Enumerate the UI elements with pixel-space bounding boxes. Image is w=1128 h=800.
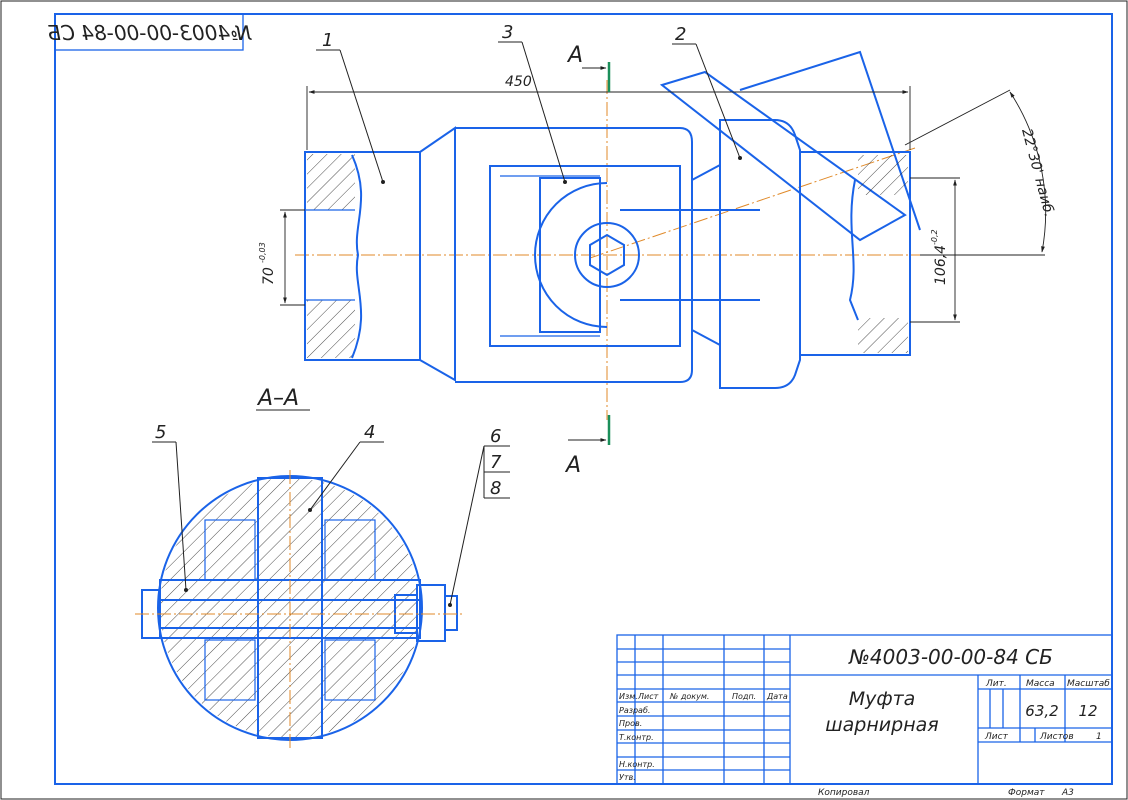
- footer-copied: Копировал: [818, 788, 870, 798]
- callout-2: 2: [672, 24, 742, 160]
- tb-designation: №4003-00-00-84 СБ: [848, 645, 1053, 669]
- tb-mass-value: 63,2: [1025, 702, 1058, 720]
- tb-scale-label: Масштаб: [1067, 679, 1110, 689]
- svg-text:8: 8: [490, 478, 501, 499]
- dim-bore: 70: [261, 267, 277, 285]
- section-mark-top: А: [566, 43, 583, 68]
- frame-border: [54, 13, 1113, 785]
- svg-text:7: 7: [490, 452, 502, 473]
- callout-5: 5: [152, 422, 188, 592]
- tb-sheets-label: Листов: [1039, 732, 1074, 742]
- main-view: 450 70 -0,03 106,4 -0,2 22°30' наиб. А А: [258, 22, 1057, 478]
- tb-header-sign: Подп.: [732, 692, 756, 701]
- tb-scale-value: 12: [1078, 702, 1097, 720]
- tb-lit-label: Лит.: [985, 679, 1007, 689]
- callout-6-7-8: 6 7 8: [448, 426, 510, 607]
- dim-diameter-tol: -0,2: [930, 229, 939, 245]
- tb-sheets-value: 1: [1096, 732, 1102, 742]
- tb-mass-label: Масса: [1026, 679, 1055, 689]
- tb-row-tkontr: Т.контр.: [619, 733, 654, 742]
- tb-header-list: Лист: [637, 692, 659, 701]
- tb-header-doc: № докум.: [669, 692, 709, 701]
- svg-text:6: 6: [490, 426, 501, 447]
- tb-title-line2: шарнирная: [825, 714, 938, 736]
- tb-header-izm: Изм.: [619, 692, 638, 701]
- tb-header-date: Дата: [766, 692, 788, 701]
- designation-mirrored-text: №4003-00-00-84 СБ: [47, 21, 252, 45]
- callout-4: 4: [308, 422, 384, 512]
- tb-row-utv: Утв.: [619, 773, 636, 782]
- dim-overall-length: 450: [505, 74, 532, 90]
- title-block: №4003-00-00-84 СБ Муфта шарнирная Изм. Л…: [616, 634, 1113, 785]
- callout-3: 3: [498, 22, 567, 184]
- dim-bore-tol: -0,03: [258, 242, 267, 263]
- tb-row-prov: Пров.: [619, 719, 642, 728]
- tb-row-nkontr: Н.контр.: [619, 760, 655, 769]
- designation-box-mirrored: №4003-00-00-84 СБ: [47, 13, 252, 51]
- svg-text:2: 2: [675, 24, 686, 45]
- section-label: А–А: [256, 386, 299, 411]
- tilted-axis: [589, 147, 916, 259]
- tb-title-line1: Муфта: [849, 688, 916, 710]
- dim-diameter: 106,4: [933, 245, 949, 285]
- tb-row-razrab: Разраб.: [619, 706, 650, 715]
- footer-format-value: А3: [1061, 788, 1074, 798]
- section-mark-bottom: А: [564, 453, 581, 478]
- callout-1: 1: [316, 30, 385, 184]
- tb-sheet-label: Лист: [984, 732, 1009, 742]
- svg-text:4: 4: [364, 422, 375, 443]
- section-view: А–А 5 4: [135, 386, 510, 748]
- svg-text:1: 1: [322, 30, 333, 51]
- footer-format-label: Формат: [1008, 788, 1045, 798]
- svg-text:5: 5: [155, 422, 166, 443]
- dim-angle: 22°30' наиб.: [1018, 127, 1057, 219]
- svg-text:3: 3: [502, 22, 513, 43]
